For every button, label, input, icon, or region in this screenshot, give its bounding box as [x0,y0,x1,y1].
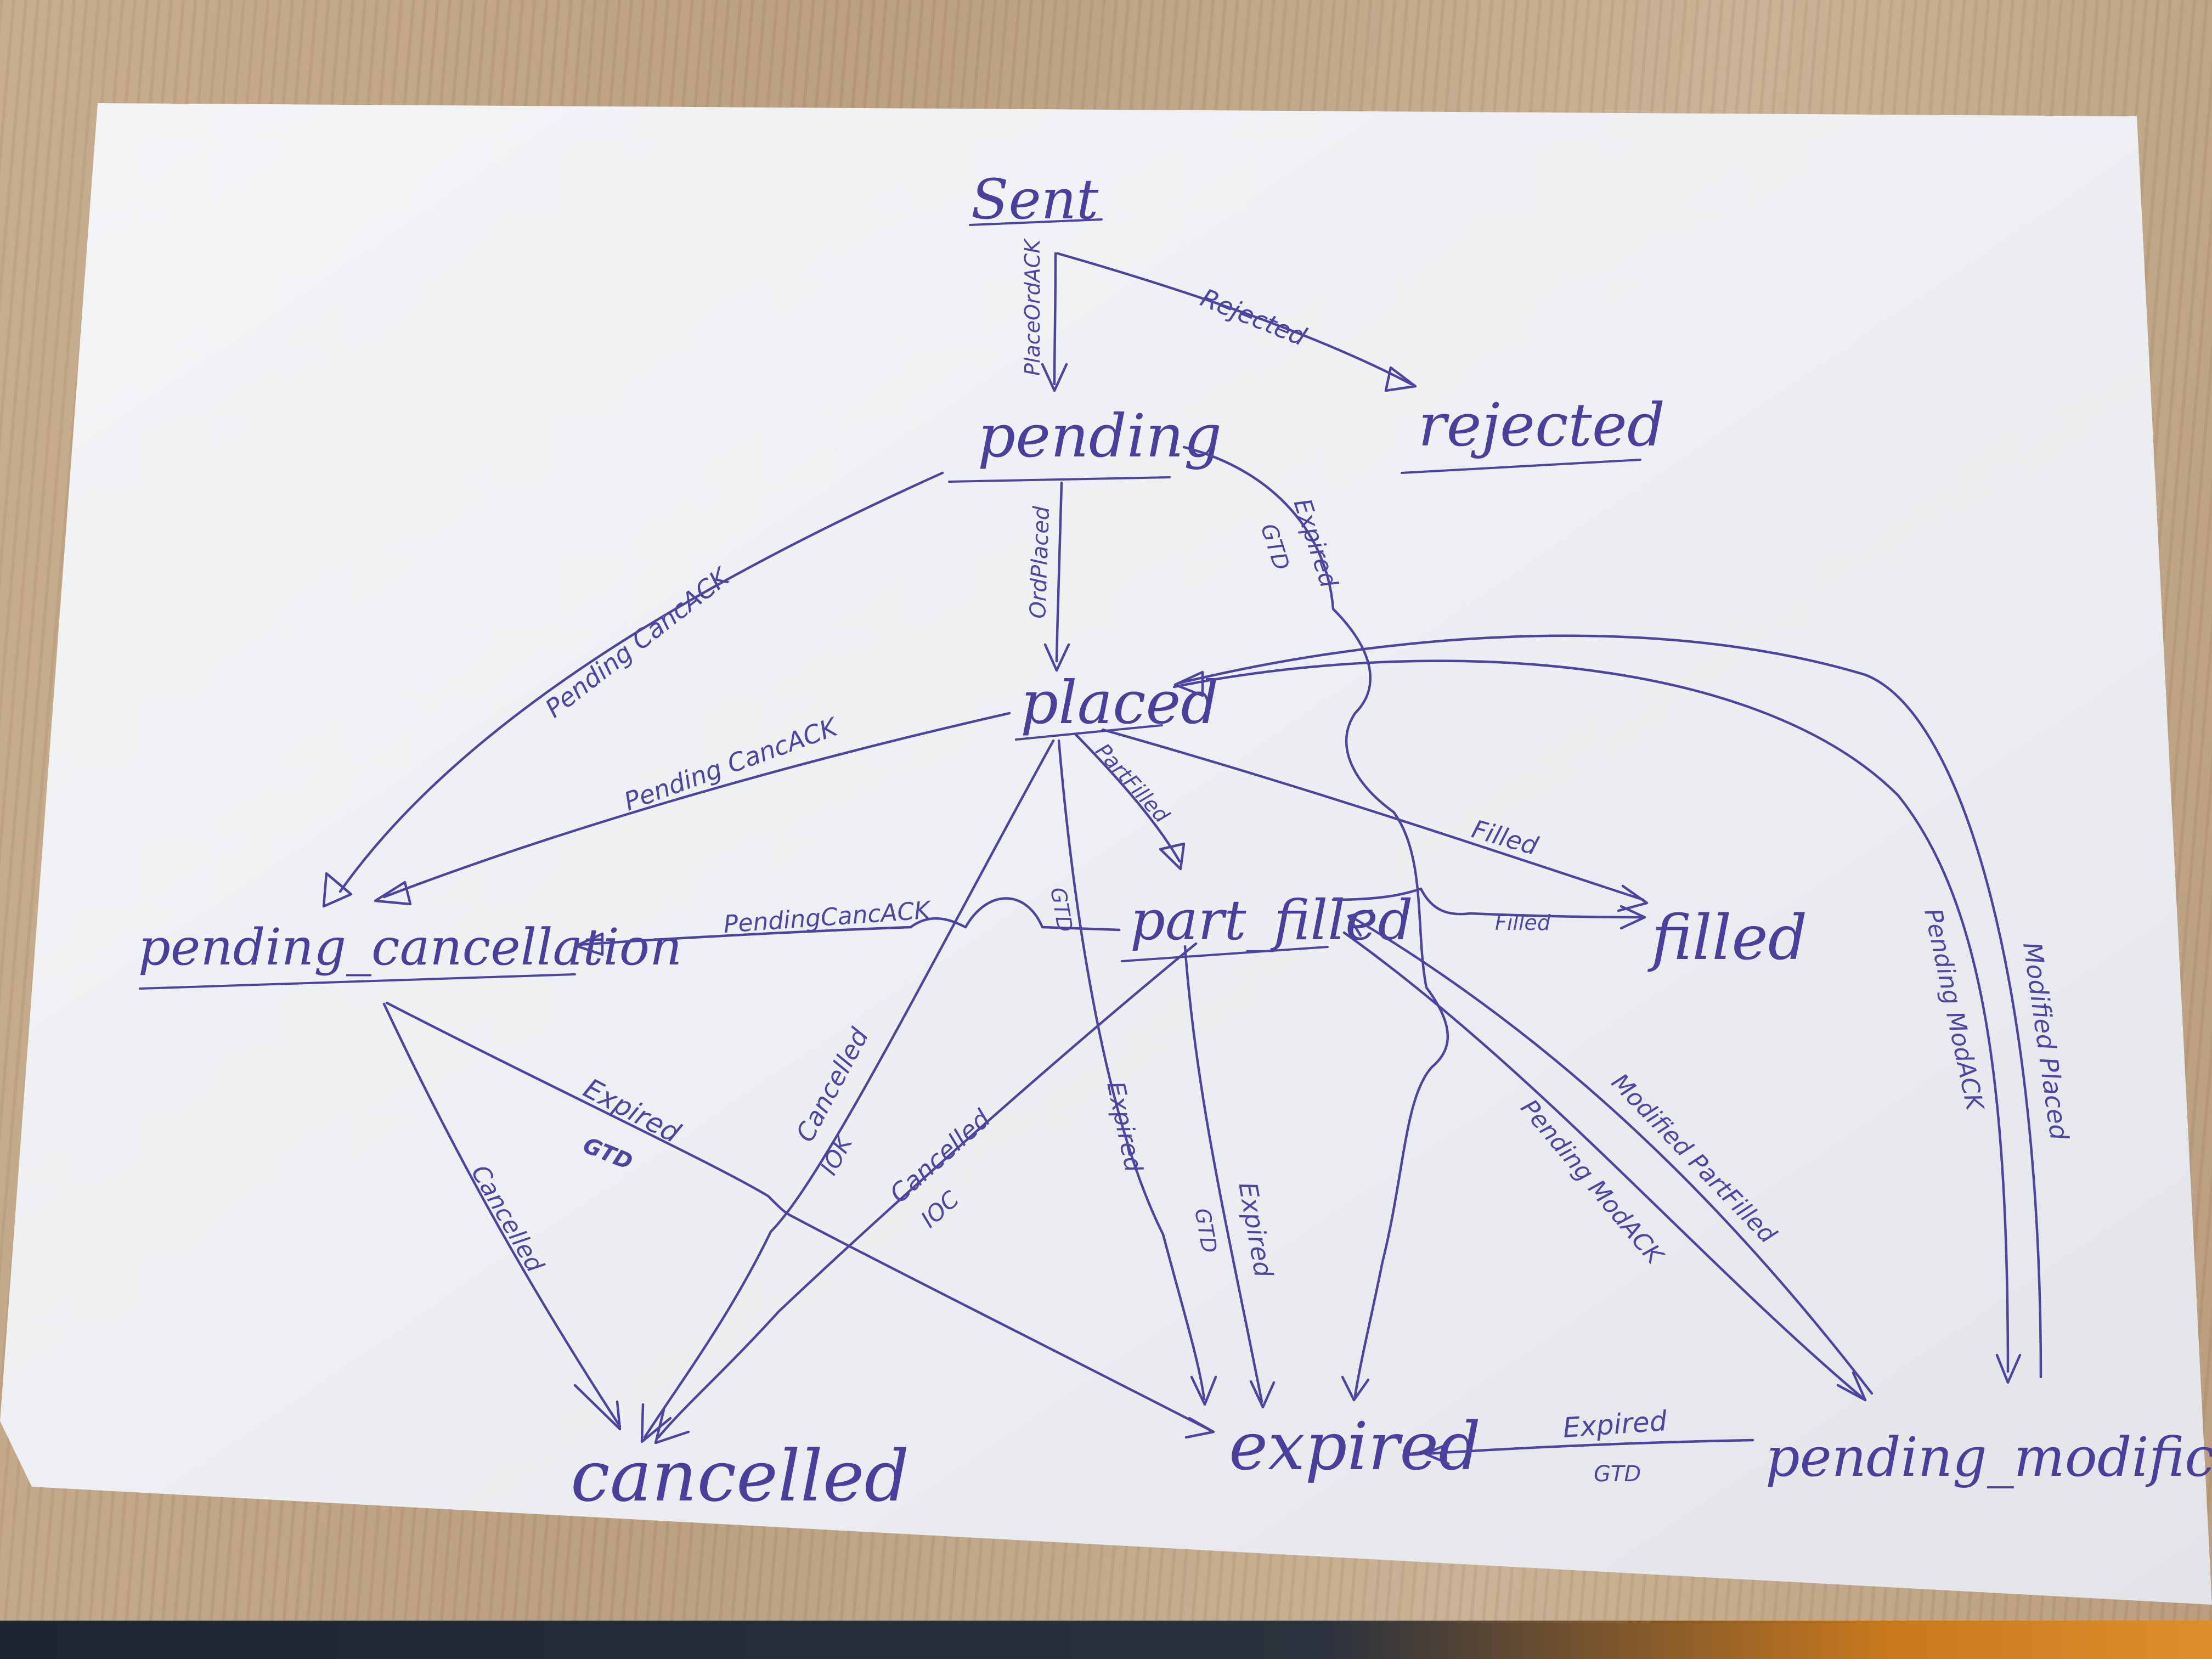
edge-placed-to-expired [1057,739,1206,1401]
edge-part-filled-to-cancelled [657,942,1198,1439]
arrowhead-part-filled-to-expired [1249,1380,1276,1409]
edge-pending-to-placed [1055,481,1063,663]
state-filled: filled [1647,902,1807,974]
paper-background [0,103,2212,1605]
edge-part-filled-to-expired [1183,945,1263,1403]
label-pending-to-placed: OrdPlaced [1025,505,1054,619]
edge-pending-modification-to-part-filled [1351,916,1874,1395]
underline-pending-cancellation [139,973,576,990]
arrowhead-placed-to-part-filled [1159,842,1186,871]
edge-placed-to-pending-modification [1172,659,2010,1373]
label-sent-to-pending: PlaceOrdACK [1020,238,1045,376]
edge-gtd-hump [909,897,1121,932]
arrowhead-pending-modification-to-part-filled [1347,909,1373,937]
edge-pending-to-expired [1182,445,1449,1398]
underline-placed [1015,724,1163,741]
arrowhead-part-filled-to-pending-modification [1836,1371,1867,1402]
underline-pending [948,476,1171,483]
arrowhead-part-filled-to-pending-cancellation [574,932,604,956]
state-pending: pending [978,402,1222,471]
arrowhead-placed-to-pending-modification [1995,1353,2022,1384]
edge-pending-modification-to-expired [1425,1438,1754,1455]
edge-part-filled-to-pending-modification [1342,931,1864,1400]
arrowhead-pending-to-pending-cancellation [322,872,353,908]
arrowhead-pending-to-placed [1043,643,1070,672]
state-pending-modification: pending_modification [1765,1426,2212,1489]
state-pending-cancellation: pending_cancellation [138,918,682,977]
arrowhead-sent-to-rejected [1384,366,1417,392]
arrowhead-pending-cancellation-to-expired [1184,1417,1215,1439]
arrowhead-placed-to-expired [1190,1375,1217,1406]
state-cancelled: cancelled [571,1436,909,1517]
arrowhead-pending-modification-to-placed [1173,670,1204,697]
edge-placed-to-cancelled [643,739,1055,1439]
underline-sent [969,218,1103,226]
arrowhead-pending-cancellation-to-cancelled [573,1384,622,1431]
edge-pending-cancellation-to-expired [385,1001,1213,1432]
edge-sent-to-rejected [1056,252,1413,386]
edge-placed-to-pending-cancellation [382,712,1011,899]
underline-rejected [1401,459,1641,474]
arrowhead-placed-to-pending-cancellation [374,881,412,906]
arrowhead-part-filled-to-cancelled [654,1408,690,1444]
desk-edge [0,1621,2212,1659]
underline-part-filled [1121,946,1329,962]
edge-pending-cancellation-to-cancelled [382,1002,622,1428]
arrowhead-pending-modification-to-expired [1424,1442,1450,1465]
edge-part-filled-to-filled [1331,887,1642,919]
edge-sent-to-pending [1053,252,1057,386]
arrowhead-pending-to-expired [1341,1375,1370,1402]
edge-pending-to-pending-cancellation [338,471,944,893]
edge-placed-to-filled [1101,728,1645,901]
arrowhead-sent-to-pending [1041,363,1068,392]
label-pending-modification-to-expired-gtd: GTD [1594,1462,1641,1487]
label-pending-modification-to-expired: Expired [1562,1405,1668,1444]
arrowhead-part-filled-to-filled [1620,905,1646,930]
edge-pending-modification-to-placed [1178,634,2042,1379]
label-part-filled-to-filled: Filled [1495,911,1551,935]
state-rejected: rejected [1418,391,1665,460]
edge-part-filled-to-pending-cancellation [577,926,912,946]
